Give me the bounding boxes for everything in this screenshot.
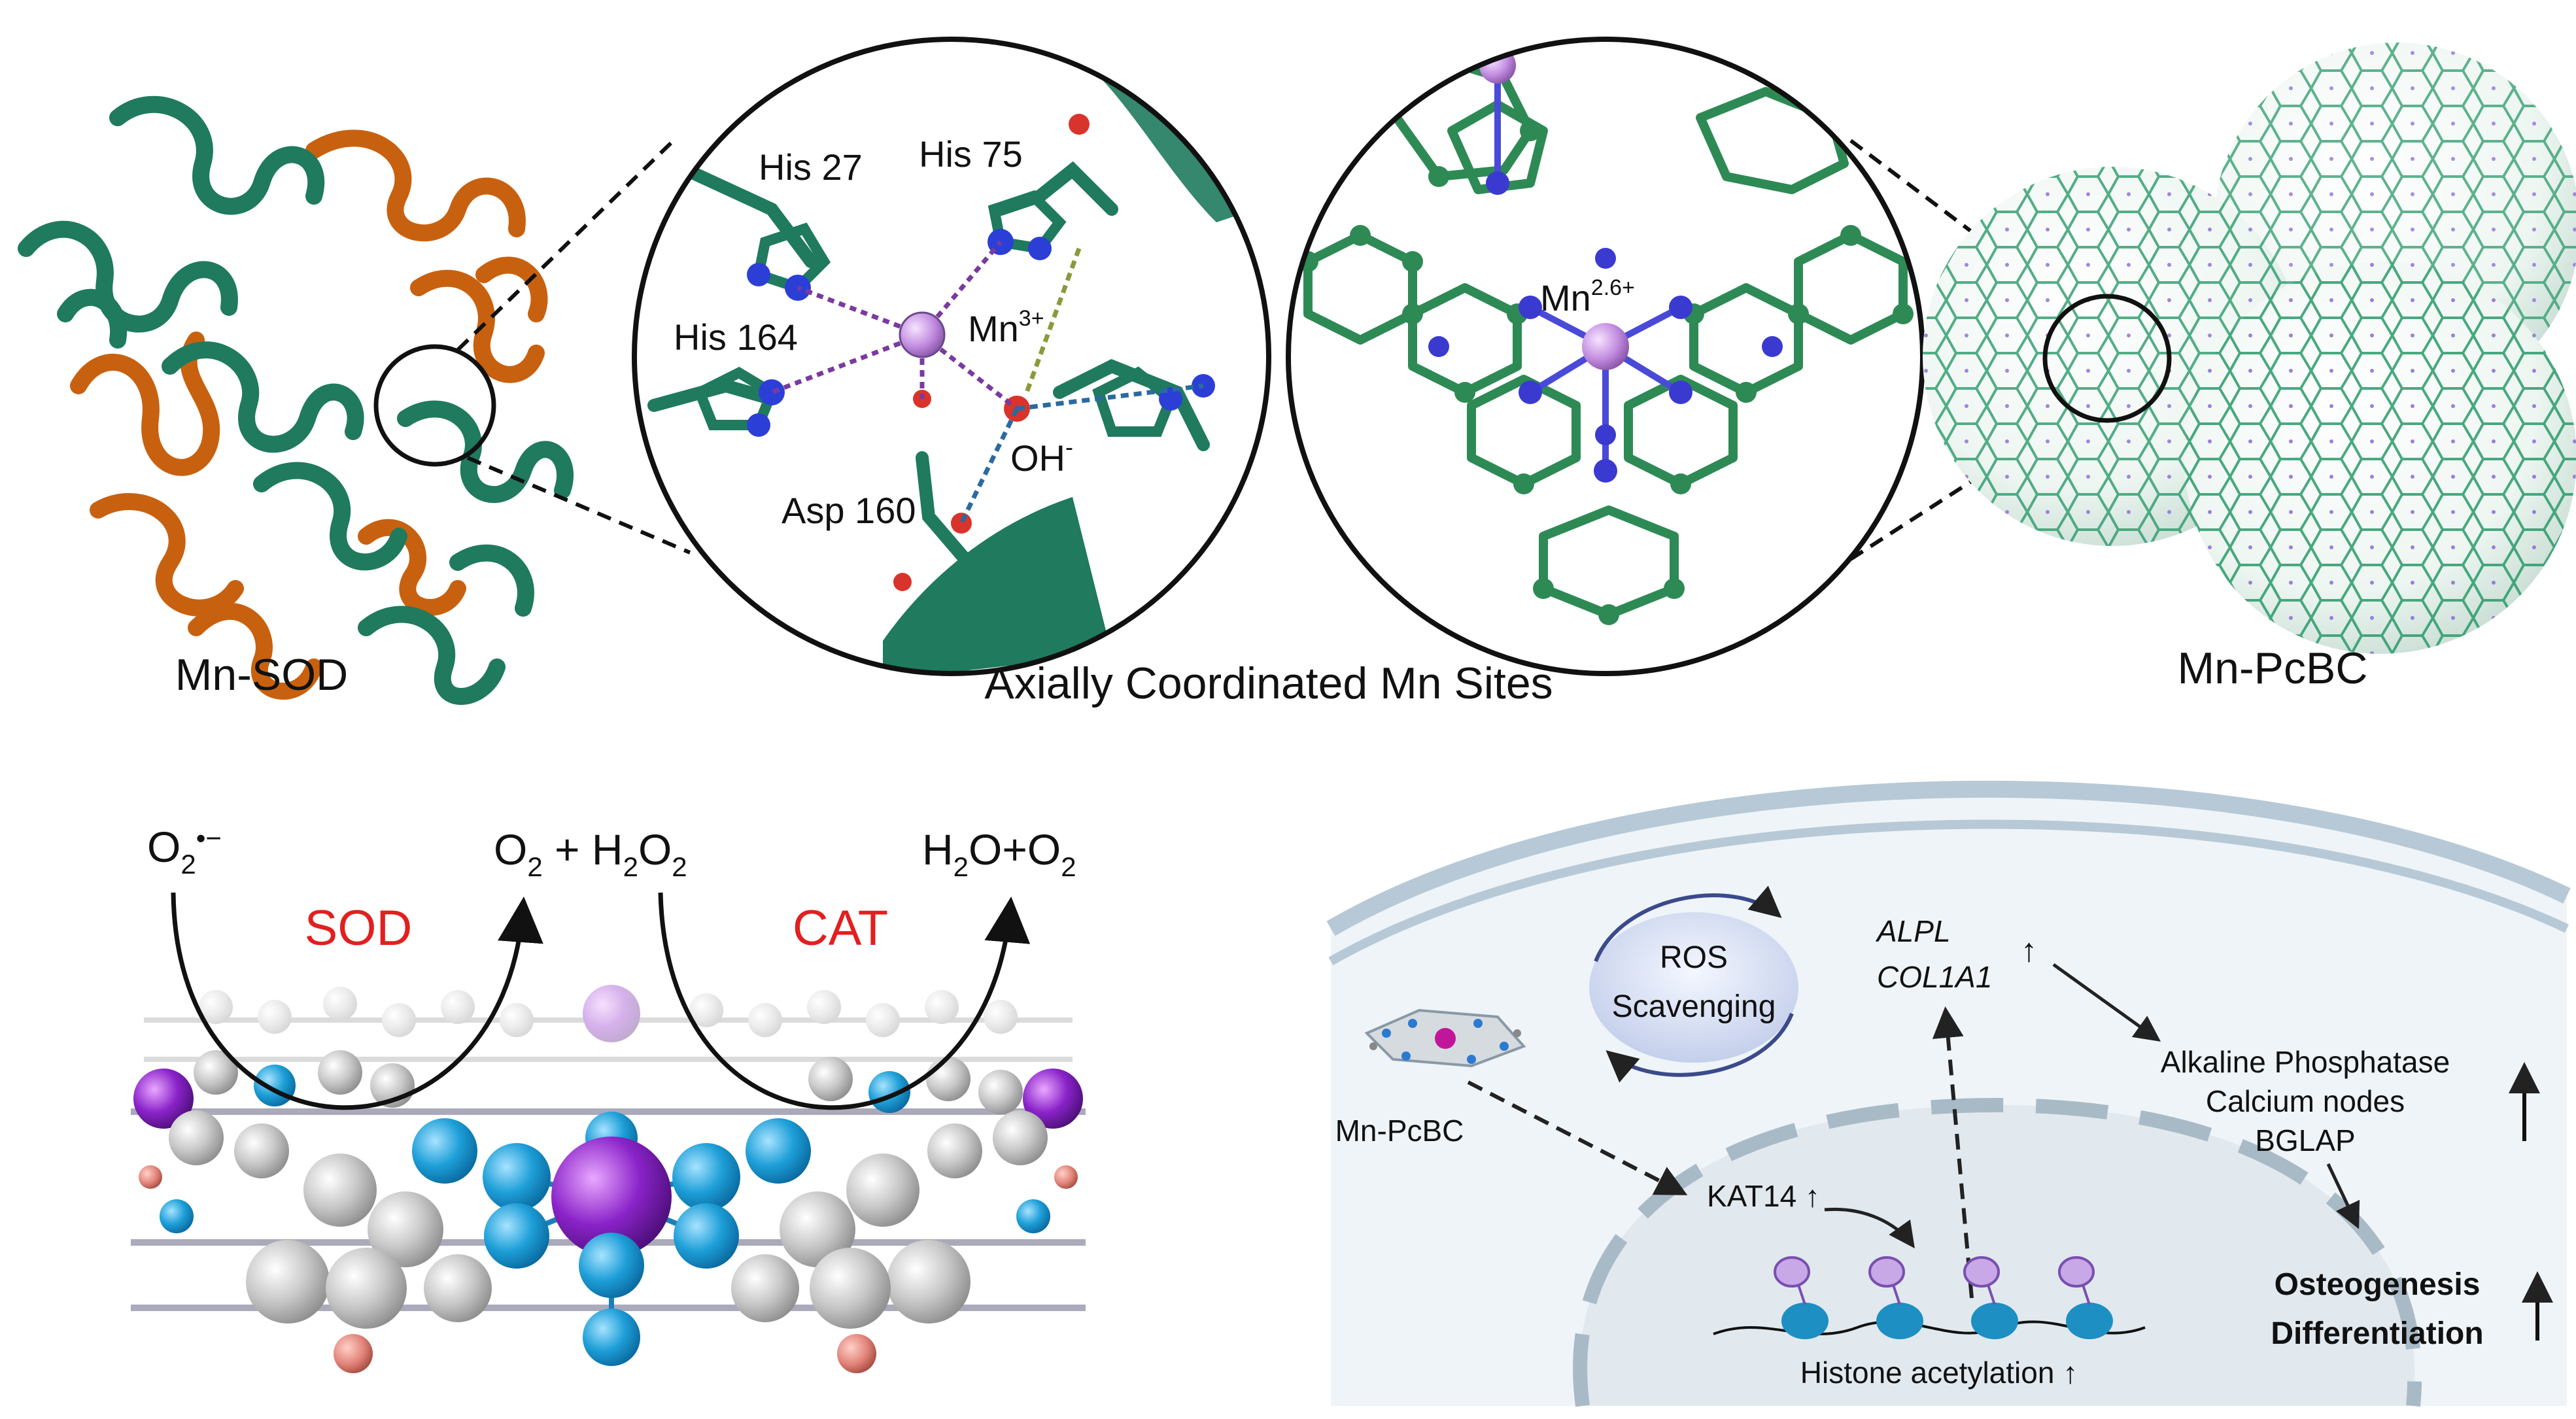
pcbc-highlight-circle	[2042, 294, 2172, 423]
osteogenesis-label: Osteogenesis	[2275, 1267, 2481, 1302]
marker-alkaline-phosphatase: Alkaline Phosphatase	[2161, 1045, 2450, 1079]
mn-atom-pc	[1582, 323, 1629, 370]
residue-label-his164: His 164	[674, 316, 798, 358]
mn-center-atom	[551, 1137, 672, 1257]
mn-pcbc-spheres	[1923, 43, 2576, 654]
top-caption: Axially Coordinated Mn Sites	[984, 658, 1553, 708]
mn-pc-site-zoom: Mn2.6+	[1286, 37, 1925, 676]
mn3-label: Mn3+	[968, 306, 1044, 349]
gene-alpl: ALPL	[1875, 914, 1951, 948]
differentiation-label: Differentiation	[2271, 1316, 2483, 1351]
ros-label: ROS	[1660, 940, 1728, 975]
sod-label: SOD	[305, 900, 413, 956]
active-site-zoom: His 27 His 75 His 164 Asp 160 Mn3+ OH-	[632, 37, 1271, 676]
cell-mechanism-panel: ROS Scavenging Mn-PcBC ALPL COL1A1 ↑ KAT…	[1326, 780, 2571, 1407]
scavenging-label: Scavenging	[1612, 989, 1776, 1024]
mn-sod-protein-structure	[18, 95, 574, 705]
mn-sod-label: Mn-SOD	[175, 650, 348, 700]
zoom-lines-1	[456, 135, 691, 555]
mn-pcbc-small-label: Mn-PcBC	[1335, 1114, 1464, 1148]
sod-arrow	[171, 892, 543, 1110]
mn-pcbc-label: Mn-PcBC	[2178, 643, 2368, 693]
marker-bglap: BGLAP	[2255, 1123, 2355, 1157]
gene-up-arrow: ↑	[2021, 932, 2037, 968]
gene-col1a1: COL1A1	[1877, 960, 1992, 994]
mn26-label: Mn2.6+	[1540, 275, 1635, 318]
kat14-label: KAT14 ↑	[1707, 1179, 1820, 1213]
hydroxide-label: OH-	[1010, 434, 1073, 479]
nucleosome-row	[1713, 1256, 2146, 1339]
superoxide-label: O2•−	[147, 823, 222, 880]
residue-label-asp160: Asp 160	[781, 490, 916, 531]
cat-arrow	[658, 892, 1031, 1110]
marker-calcium-nodes: Calcium nodes	[2206, 1084, 2405, 1118]
cat-label: CAT	[793, 900, 888, 956]
reaction-arrows	[171, 892, 1031, 1110]
mn-atom-enzyme	[899, 311, 946, 358]
residue-label-his75: His 75	[919, 133, 1023, 175]
ros-scavenging-bubble	[1589, 912, 1798, 1063]
residue-label-his27: His 27	[759, 146, 863, 188]
cell-membrane	[1326, 780, 2571, 936]
histone-acetylation-label: Histone acetylation ↑	[1800, 1356, 2078, 1390]
lattice-model	[131, 985, 1086, 1373]
mn-pcbc-molecule-icon	[1364, 1008, 1526, 1068]
active-site-highlight-circle	[373, 344, 496, 467]
o2-h2o2-label: O2 + H2O2	[494, 825, 687, 882]
h2o-o2-label: H2O+O2	[922, 825, 1076, 882]
